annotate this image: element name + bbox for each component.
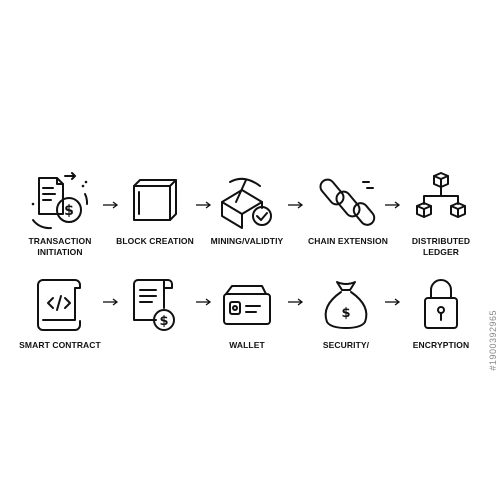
step-encryption: ENCRYPTION — [396, 276, 486, 351]
step-receipt: $ — [110, 276, 200, 340]
arrow-right-icon — [288, 201, 304, 209]
step-security: $ SECURITY/ — [301, 276, 391, 351]
step-mining-validity: MINING/VALIDTIY — [202, 172, 292, 247]
svg-text:$: $ — [341, 306, 350, 321]
chain-link-icon — [319, 178, 376, 226]
stock-id-watermark: #1900392965 — [488, 310, 498, 371]
distributed-cubes-icon — [416, 172, 466, 218]
arrow-right-icon — [196, 201, 212, 209]
step-label: WALLET — [229, 340, 265, 350]
mining-pickaxe-icon — [221, 177, 272, 229]
document-exchange-dollar-icon: $ — [31, 172, 89, 230]
step-wallet: WALLET — [202, 276, 292, 351]
block-icon — [133, 179, 177, 221]
arrow-right-icon — [196, 298, 212, 306]
step-block-creation: BLOCK CREATION — [110, 172, 200, 247]
step-chain-extension: CHAIN EXTENSION — [303, 172, 393, 247]
arrow-right-icon — [385, 201, 401, 209]
arrow-right-icon — [288, 298, 304, 306]
step-label: SMART CONTRACT — [19, 340, 101, 350]
step-label: MINING/VALIDTIY — [210, 236, 284, 246]
step-label: SECURITY/ — [322, 340, 370, 350]
step-label: CHAIN EXTENSION — [308, 236, 388, 246]
money-bag-icon: $ — [324, 281, 368, 329]
step-label: DISTRIBUTED LEDGER — [411, 236, 471, 257]
padlock-icon — [424, 279, 458, 329]
step-label: BLOCK CREATION — [116, 236, 194, 246]
wallet-icon — [223, 285, 271, 325]
arrow-right-icon — [103, 201, 119, 209]
arrow-right-icon — [103, 298, 119, 306]
step-transaction-initiation: $ TRANSACTION INITIATION — [15, 172, 105, 258]
step-label: TRANSACTION INITIATION — [28, 236, 92, 257]
arrow-right-icon — [385, 298, 401, 306]
svg-text:$: $ — [64, 203, 74, 219]
code-scroll-icon — [37, 279, 81, 331]
step-distributed-ledger: DISTRIBUTED LEDGER — [396, 172, 486, 258]
step-smart-contract: SMART CONTRACT — [15, 276, 105, 351]
svg-text:$: $ — [159, 314, 168, 329]
receipt-dollar-icon: $ — [133, 279, 175, 331]
step-label: ENCRYPTION — [412, 340, 470, 350]
